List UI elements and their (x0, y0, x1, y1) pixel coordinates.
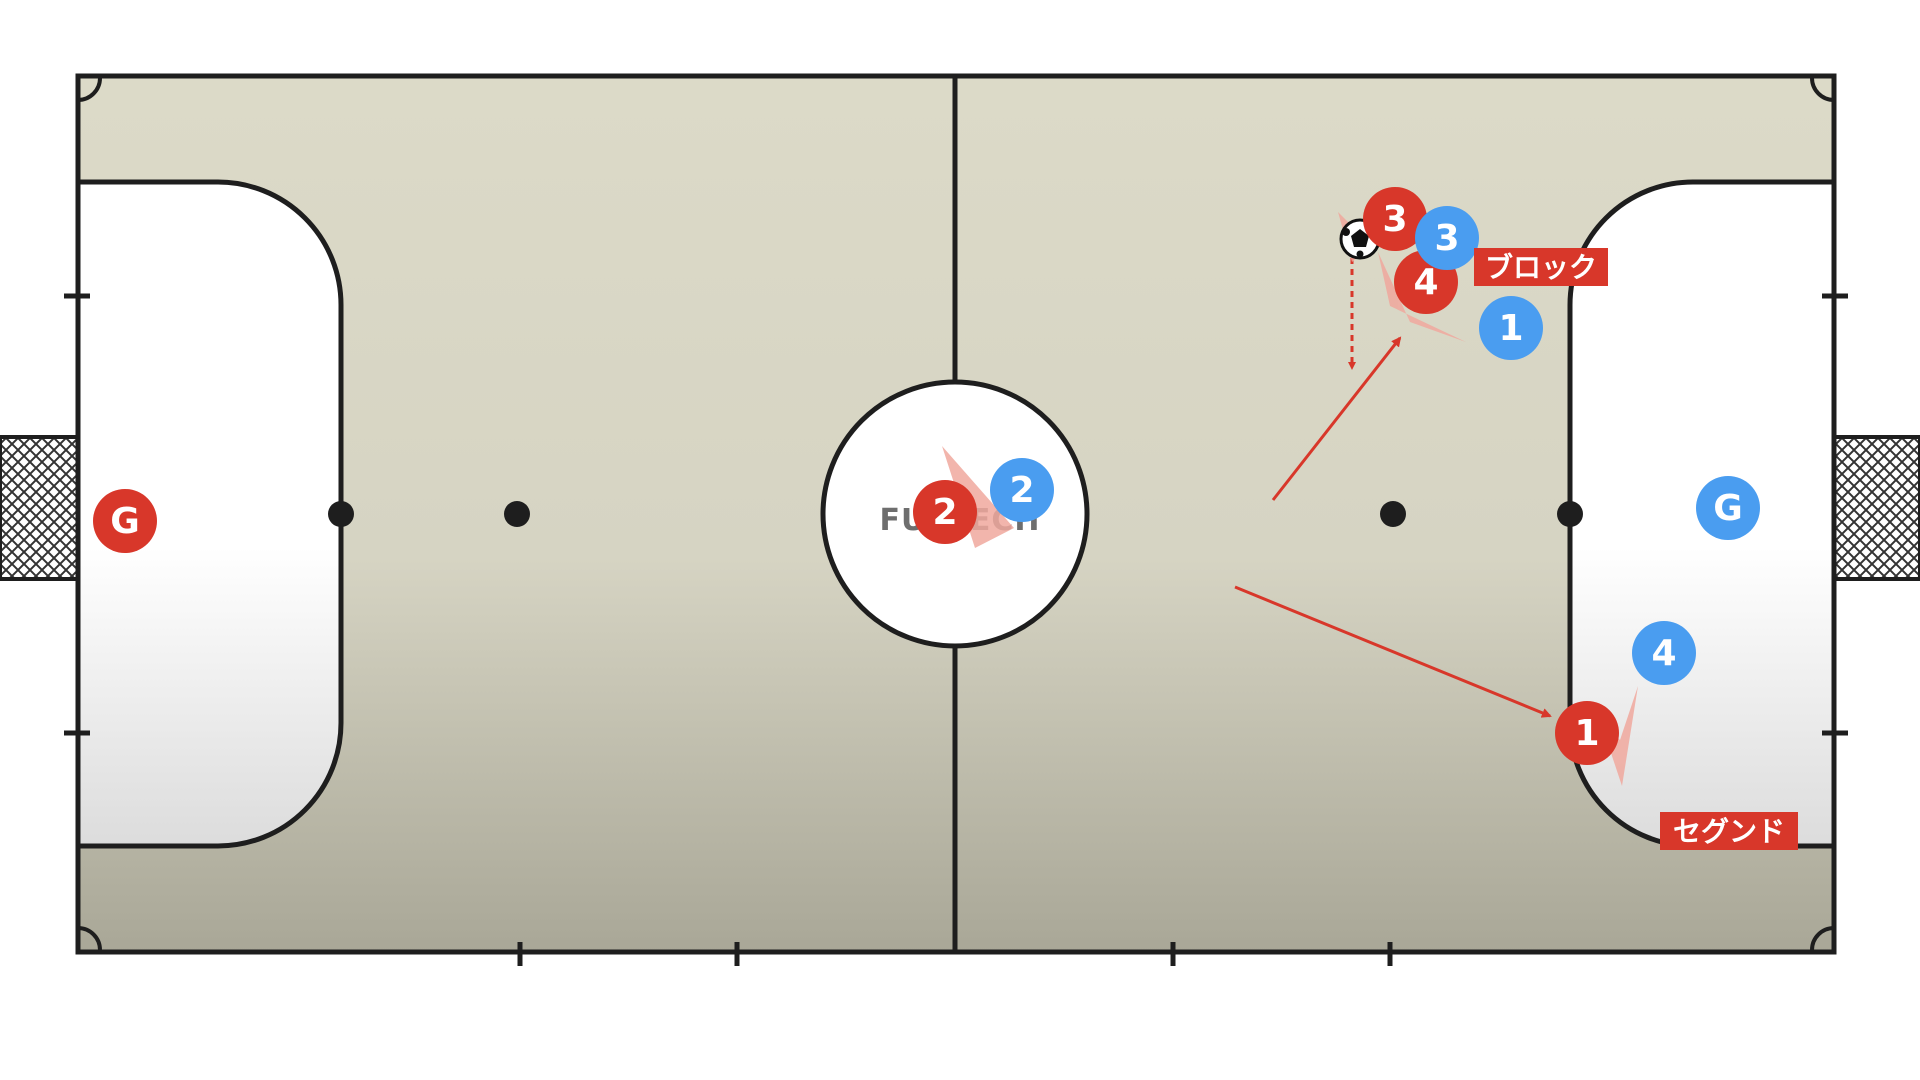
penalty-spot-right (1557, 501, 1583, 527)
boundary-ticks (64, 293, 1848, 966)
svg-text:セグンド: セグンド (1673, 815, 1785, 848)
blue-player-1[interactable]: 1 (1479, 296, 1543, 360)
svg-text:1: 1 (1574, 713, 1599, 754)
blue-player-4[interactable]: 4 (1632, 621, 1696, 685)
red-player-1[interactable]: 1 (1555, 701, 1619, 765)
second-spot-left (504, 501, 530, 527)
svg-text:3: 3 (1434, 218, 1459, 259)
corner-arcs (77, 77, 1835, 951)
goal-left (0, 435, 80, 581)
svg-text:2: 2 (932, 492, 957, 533)
svg-text:4: 4 (1413, 262, 1438, 303)
penalty-spot-left (328, 501, 354, 527)
callout-second: セグンド (1660, 812, 1798, 850)
svg-text:3: 3 (1382, 199, 1407, 240)
callout-block: ブロック (1474, 248, 1608, 286)
blue-goalkeeper[interactable]: G (1696, 476, 1760, 540)
red-player-3[interactable]: 3 (1363, 187, 1427, 251)
pass-arrow-to-1 (1234, 585, 1552, 718)
red-player-2[interactable]: 2 (913, 480, 977, 544)
penalty-area-left (75, 179, 344, 849)
svg-text:2: 2 (1009, 470, 1034, 511)
svg-text:G: G (110, 501, 140, 542)
blue-player-2[interactable]: 2 (990, 458, 1054, 522)
svg-text:1: 1 (1498, 308, 1523, 349)
svg-text:4: 4 (1651, 633, 1676, 674)
second-spot-right (1380, 501, 1406, 527)
svg-text:G: G (1713, 488, 1743, 529)
svg-text:ブロック: ブロック (1485, 251, 1597, 284)
pass-arrow-to-4 (1271, 336, 1402, 501)
goal-right (1832, 435, 1920, 581)
red-goalkeeper[interactable]: G (93, 489, 157, 553)
blue-player-3[interactable]: 3 (1415, 206, 1479, 270)
